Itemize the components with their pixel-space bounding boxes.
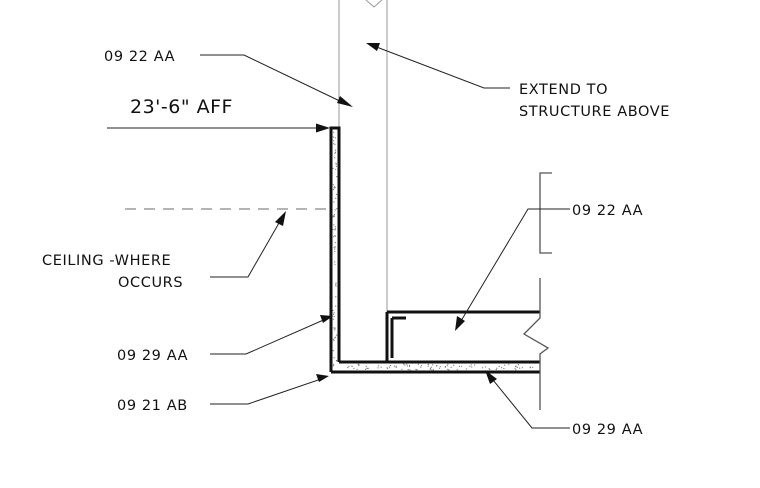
- leader-bottom-finish: [485, 370, 570, 429]
- label-right-board: 09 22 AA: [572, 203, 643, 219]
- framing-channel: [385, 310, 540, 362]
- label-ceiling-line1: CEILING -WHERE: [42, 253, 171, 269]
- leader-top-board: [200, 54, 353, 107]
- label-left-finish: 09 29 AA: [117, 348, 188, 364]
- label-left-sealant: 09 21 AB: [117, 398, 188, 414]
- label-top-board: 09 22 AA: [104, 49, 175, 65]
- vertical-board: [329, 126, 341, 372]
- label-extend-line2: STRUCTURE ABOVE: [519, 104, 670, 120]
- board-texture: [332, 131, 534, 371]
- label-bottom-finish: 09 29 AA: [572, 422, 643, 438]
- leader-left-sealant: [210, 374, 329, 405]
- dimension-bracket: [539, 172, 552, 254]
- elevation-arrow: [316, 123, 330, 133]
- horizontal-board: [331, 360, 540, 374]
- leader-right-board: [455, 208, 570, 331]
- label-elevation: 23'-6" AFF: [130, 96, 233, 118]
- leader-ceiling: [210, 211, 286, 278]
- break-mark-top: [365, 0, 383, 8]
- leader-extend: [366, 43, 510, 89]
- break-line-right: [522, 278, 550, 410]
- label-ceiling-line2: OCCURS: [118, 275, 183, 291]
- label-extend-line1: EXTEND TO: [519, 82, 608, 98]
- leader-left-finish: [210, 315, 333, 355]
